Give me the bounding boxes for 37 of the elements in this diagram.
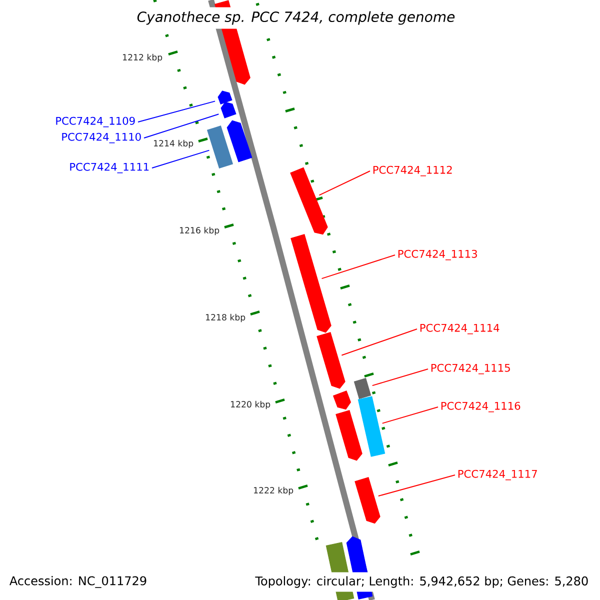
gene-bar: [358, 396, 386, 457]
leader-line: [341, 328, 418, 356]
leader-line: [144, 114, 220, 138]
gene-label: PCC7424_1116: [441, 402, 520, 412]
gene-block: [226, 120, 252, 162]
accession-label: Accession: NC_011729: [10, 576, 146, 588]
scale-label: 1216 kbp: [180, 226, 220, 236]
title: Cyanothece sp. PCC 7424, complete genome: [132, 7, 460, 29]
gene-label: PCC7424_1109: [56, 116, 135, 128]
gene-block: [290, 234, 332, 333]
gene-label: PCC7424_1112: [373, 166, 452, 176]
gene-bar: [354, 378, 372, 400]
gene-label: PCC7424_1110: [62, 132, 141, 144]
gene-block: [220, 102, 236, 118]
gene-label: PCC7424_1114: [420, 324, 500, 334]
leader-line: [378, 474, 456, 497]
gene-block: [290, 167, 328, 235]
gene-block: [316, 332, 346, 389]
scale-label: 1218 kbp: [206, 314, 246, 322]
gene-block: [354, 477, 380, 524]
leader-line: [372, 368, 428, 386]
gene-label: PCC7424_1117: [458, 470, 537, 480]
gene-block: [218, 90, 232, 104]
gene-block: [332, 390, 352, 410]
scale-label: 1214 kbp: [154, 140, 194, 148]
scale-label: 1212 kbp: [123, 54, 162, 62]
leader-line: [152, 150, 210, 168]
leader-line: [318, 170, 370, 196]
leader-line: [382, 406, 438, 424]
leader-line: [321, 254, 396, 280]
leader-line: [138, 100, 216, 122]
gene-label: PCC7424_1111: [70, 162, 149, 174]
gene-label: PCC7424_1115: [431, 364, 510, 374]
scale-label: 1220 kbp: [231, 400, 270, 410]
gene-label: PCC7424_1113: [398, 250, 477, 260]
scale-label: 1222 kbp: [254, 486, 294, 496]
genome-info: Topology: circular; Length: 5,942,652 bp; Genes: 5,280: [251, 572, 593, 592]
